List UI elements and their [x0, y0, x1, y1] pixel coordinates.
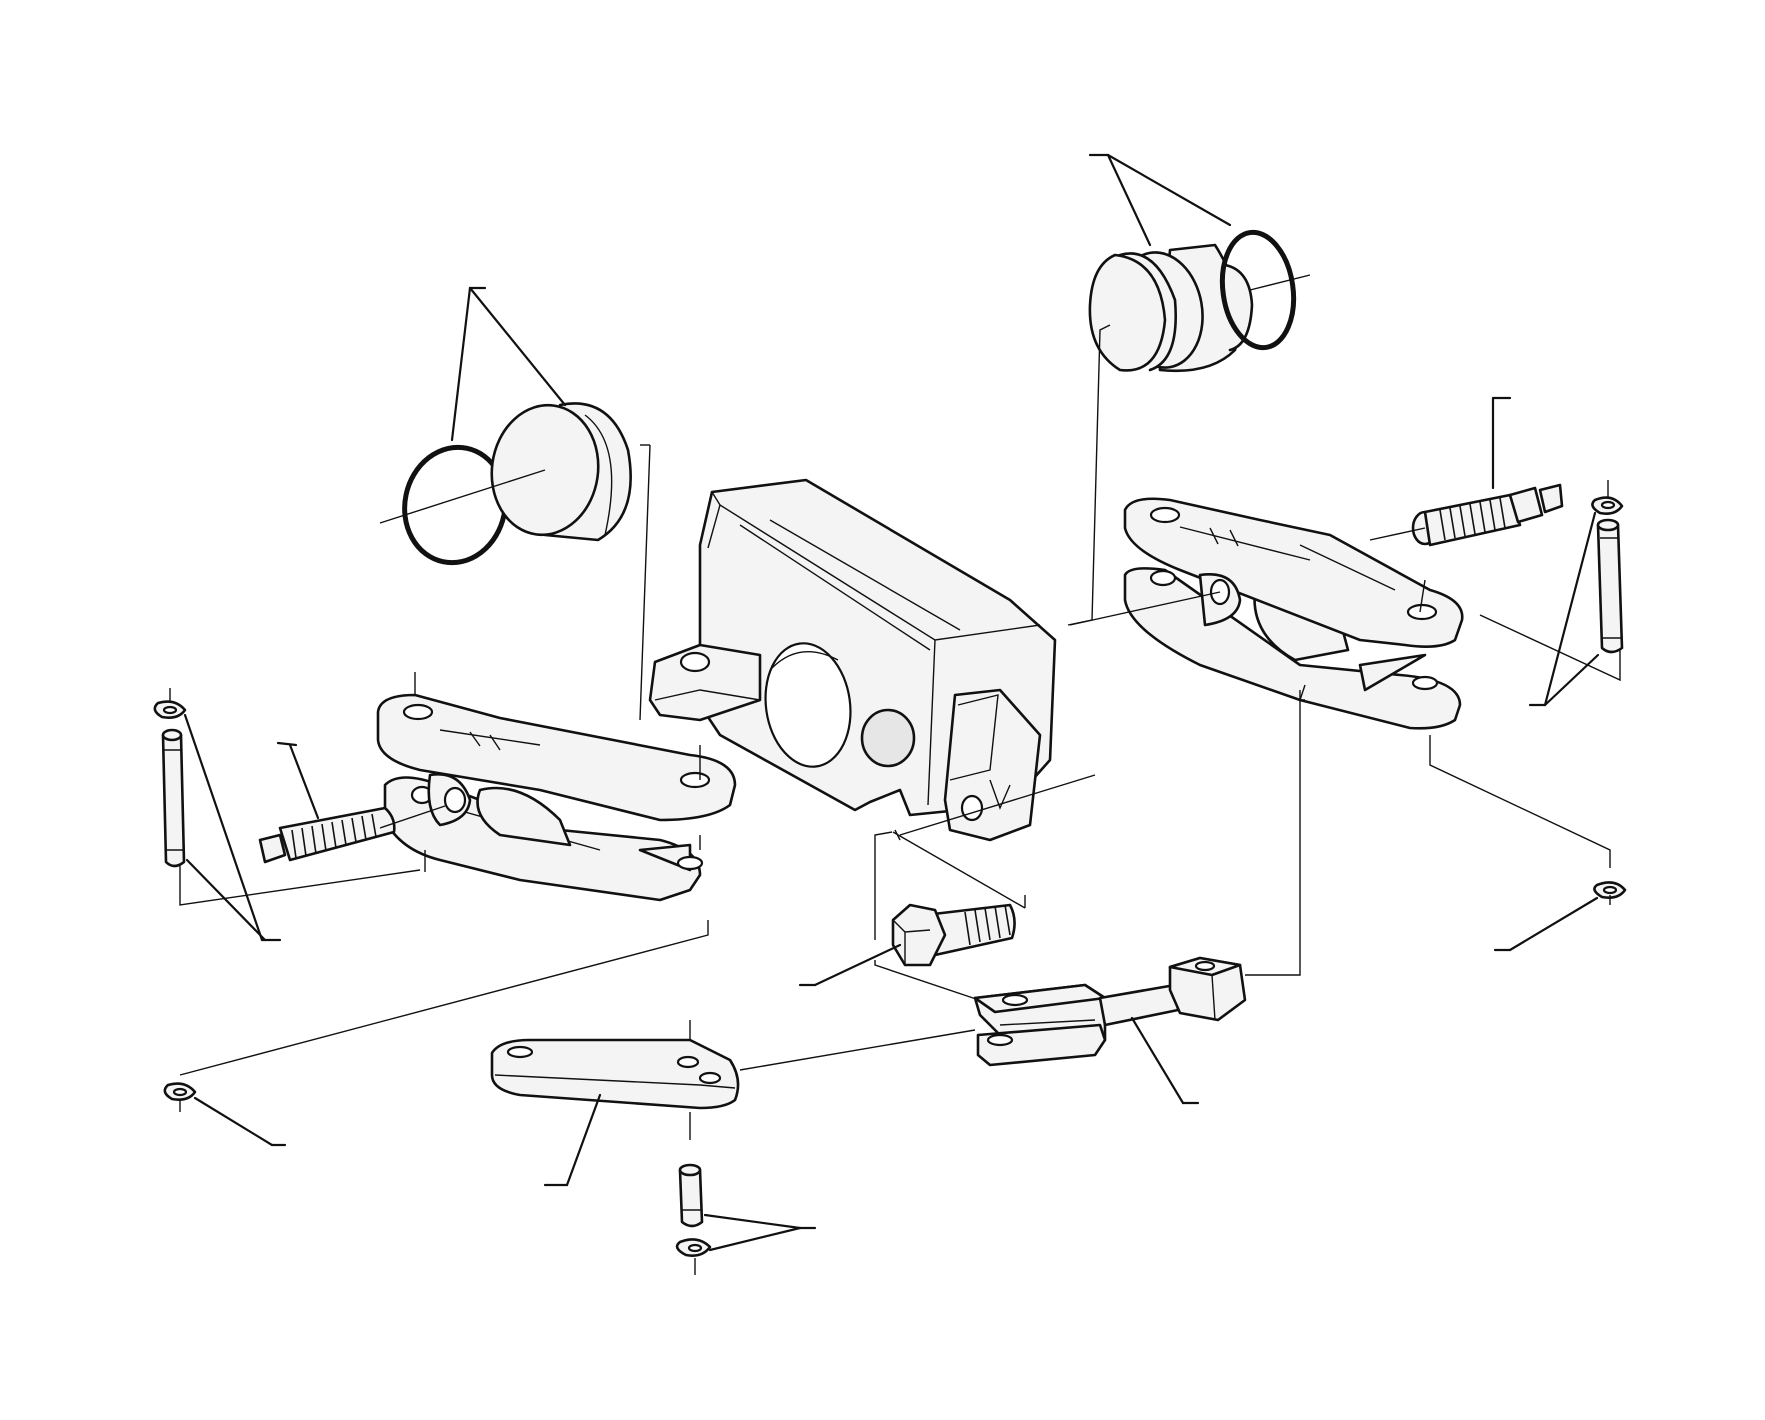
pivot-pin-left — [161, 728, 186, 868]
adjuster-screw-right — [1411, 483, 1564, 547]
caliper-housing — [648, 478, 1057, 842]
pivot-pin-right — [1596, 518, 1624, 654]
lever-arm-left — [376, 693, 737, 902]
adjuster-screw-left — [258, 806, 396, 864]
piston-left — [490, 402, 632, 542]
clip-right-top — [1591, 496, 1624, 515]
hex-bolt — [891, 903, 1016, 967]
clip-left-bottom — [163, 1082, 197, 1101]
clip-left-top — [153, 700, 187, 719]
small-pin — [678, 1163, 704, 1228]
link-plate — [490, 1038, 740, 1110]
piston-right — [1088, 243, 1254, 373]
clip-small — [675, 1238, 712, 1257]
piston-seal-right — [1219, 229, 1297, 351]
lever-arm-right — [1123, 497, 1464, 730]
clevis-rod — [973, 956, 1247, 1067]
clip-right-bottom — [1593, 881, 1627, 899]
